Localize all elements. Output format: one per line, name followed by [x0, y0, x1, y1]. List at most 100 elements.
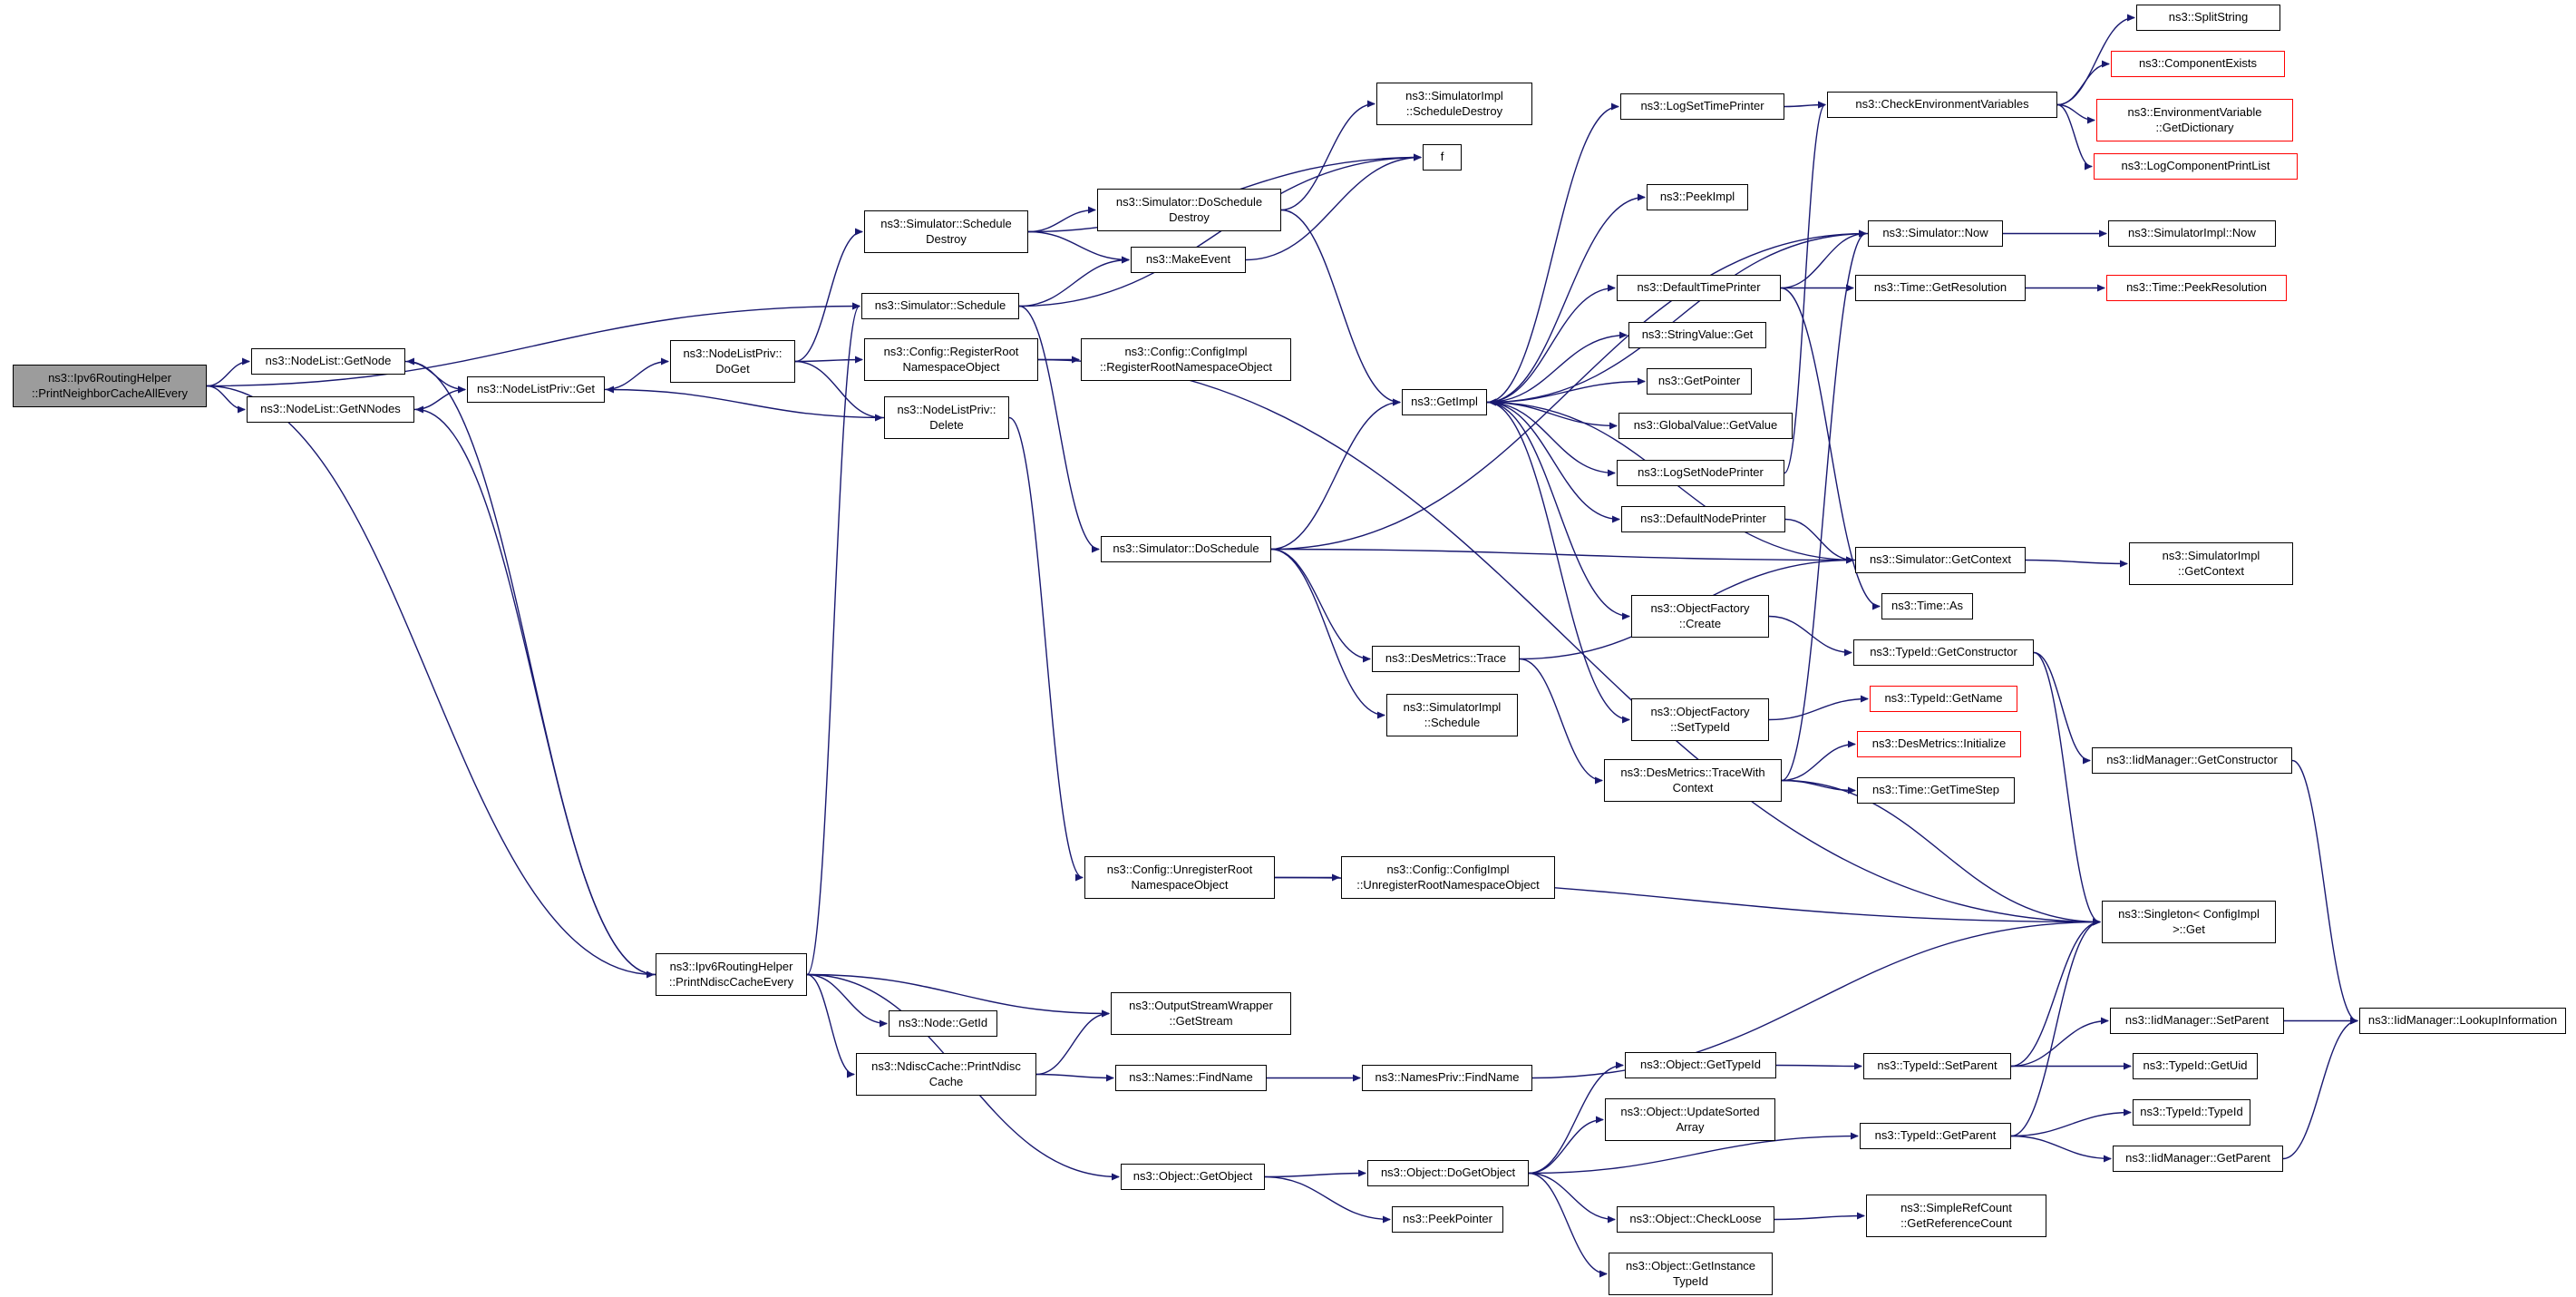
graph-node-gvgetvalue[interactable]: ns3::GlobalValue::GetValue: [1619, 413, 1793, 439]
graph-node-simimplnow[interactable]: ns3::SimulatorImpl::Now: [2108, 220, 2276, 247]
call-edge-root-to-getnnodes: [206, 385, 246, 414]
call-edge-objgetobj-to-peekpointer: [1264, 1175, 1391, 1224]
graph-node-unregroot[interactable]: ns3::Config::UnregisterRoot NamespaceObj…: [1084, 856, 1275, 899]
call-edge-sched-to-f: [1018, 153, 1422, 307]
graph-node-iidlookup[interactable]: ns3::IidManager::LookupInformation: [2359, 1008, 2566, 1034]
graph-node-checkloose[interactable]: ns3::Object::CheckLoose: [1617, 1206, 1774, 1233]
graph-node-getres[interactable]: ns3::Time::GetResolution: [1855, 275, 2026, 301]
graph-node-nlpdoget[interactable]: ns3::NodeListPriv:: DoGet: [670, 340, 795, 383]
graph-node-desminit[interactable]: ns3::DesMetrics::Initialize: [1857, 731, 2021, 757]
graph-node-sched[interactable]: ns3::Simulator::Schedule: [861, 293, 1019, 319]
graph-node-schedestroy[interactable]: ns3::Simulator::Schedule Destroy: [864, 210, 1028, 253]
call-edge-nlpdoget-to-nlpdelete: [794, 360, 883, 422]
call-edge-dogetobj-to-objgettid: [1528, 1061, 1624, 1175]
graph-node-simimplgetctx[interactable]: ns3::SimulatorImpl ::GetContext: [2129, 542, 2293, 585]
graph-node-printndisc[interactable]: ns3::Ipv6RoutingHelper ::PrintNdiscCache…: [656, 953, 807, 996]
call-edge-offactcreate-to-getctor: [1768, 615, 1852, 657]
graph-node-desmtwc[interactable]: ns3::DesMetrics::TraceWith Context: [1604, 759, 1782, 802]
call-edge-dogetobj-to-tidgetparent: [1528, 1132, 1859, 1175]
graph-node-peekimpl[interactable]: ns3::PeekImpl: [1647, 184, 1748, 210]
graph-node-logsetnode[interactable]: ns3::LogSetNodePrinter: [1617, 460, 1784, 486]
graph-node-stringvalget[interactable]: ns3::StringValue::Get: [1628, 322, 1766, 348]
graph-node-singletonget[interactable]: ns3::Singleton< ConfigImpl >::Get: [2102, 901, 2276, 943]
call-edge-desmtwc-to-singletonget: [1781, 779, 2101, 926]
call-edge-iidgetctor-to-iidlookup: [2291, 759, 2358, 1025]
graph-node-nlpdelete[interactable]: ns3::NodeListPriv:: Delete: [884, 396, 1009, 439]
call-edge-printndisc-to-getnnodes: [415, 405, 656, 976]
graph-node-getnode[interactable]: ns3::NodeList::GetNode: [251, 348, 405, 375]
graph-node-defnode[interactable]: ns3::DefaultNodePrinter: [1621, 506, 1785, 532]
graph-node-splitstring[interactable]: ns3::SplitString: [2136, 5, 2280, 31]
call-edge-dosched-to-getimpl: [1270, 398, 1401, 551]
call-edge-printndisccache-to-oswgetstream: [1035, 1009, 1110, 1076]
graph-node-printndisccache[interactable]: ns3::NdiscCache::PrintNdisc Cache: [856, 1053, 1036, 1096]
graph-node-makeevent[interactable]: ns3::MakeEvent: [1131, 247, 1246, 273]
graph-node-regroot[interactable]: ns3::Config::RegisterRoot NamespaceObjec…: [864, 338, 1038, 381]
graph-node-namespriv[interactable]: ns3::NamesPriv::FindName: [1362, 1065, 1532, 1091]
call-edge-printndisc-to-getnode: [406, 357, 656, 976]
graph-node-peekpointer[interactable]: ns3::PeekPointer: [1392, 1206, 1503, 1233]
graph-node-tidgetparent[interactable]: ns3::TypeId::GetParent: [1860, 1123, 2011, 1149]
graph-node-nodegetid[interactable]: ns3::Node::GetId: [889, 1010, 997, 1037]
graph-node-objgetobj[interactable]: ns3::Object::GetObject: [1121, 1164, 1265, 1190]
graph-node-logsettime[interactable]: ns3::LogSetTimePrinter: [1620, 93, 1784, 120]
call-edge-nlpdelete-to-unregroot: [1008, 416, 1084, 882]
graph-node-envdict[interactable]: ns3::EnvironmentVariable ::GetDictionary: [2096, 99, 2293, 141]
graph-node-simnow[interactable]: ns3::Simulator::Now: [1868, 220, 2003, 247]
graph-node-iidgetctor[interactable]: ns3::IidManager::GetConstructor: [2092, 747, 2292, 774]
graph-node-nlpget[interactable]: ns3::NodeListPriv::Get: [467, 376, 605, 403]
call-edge-tidgetparent-to-tidtid: [2010, 1108, 2132, 1137]
graph-node-oswgetstream[interactable]: ns3::OutputStreamWrapper ::GetStream: [1111, 992, 1291, 1035]
graph-node-checkenv[interactable]: ns3::CheckEnvironmentVariables: [1827, 92, 2057, 118]
graph-node-timeas[interactable]: ns3::Time::As: [1881, 593, 1973, 619]
call-edge-logsettime-to-checkenv: [1784, 101, 1826, 109]
graph-node-tidsetparent[interactable]: ns3::TypeId::SetParent: [1863, 1053, 2011, 1079]
graph-node-desmtrace[interactable]: ns3::DesMetrics::Trace: [1372, 646, 1520, 672]
graph-node-f[interactable]: f: [1423, 144, 1462, 171]
graph-node-getinstid[interactable]: ns3::Object::GetInstance TypeId: [1609, 1253, 1773, 1295]
graph-node-dogetobj[interactable]: ns3::Object::DoGetObject: [1367, 1160, 1529, 1186]
graph-node-unregrootimpl[interactable]: ns3::Config::ConfigImpl ::UnregisterRoot…: [1341, 856, 1555, 899]
graph-node-dosched[interactable]: ns3::Simulator::DoSchedule: [1101, 536, 1271, 562]
call-edge-printndisccache-to-findname: [1035, 1073, 1114, 1082]
call-edge-defnode-to-simgetctx: [1784, 518, 1854, 564]
graph-node-deftime[interactable]: ns3::DefaultTimePrinter: [1617, 275, 1781, 301]
graph-node-getimpl[interactable]: ns3::GetImpl: [1402, 389, 1487, 415]
graph-node-tidtid[interactable]: ns3::TypeId::TypeId: [2133, 1099, 2250, 1126]
graph-node-simimplsched[interactable]: ns3::SimulatorImpl ::Schedule: [1386, 694, 1518, 736]
graph-node-simgetctx[interactable]: ns3::Simulator::GetContext: [1855, 547, 2026, 573]
call-edge-checkenv-to-logcomp: [2056, 103, 2093, 171]
graph-node-updsorted[interactable]: ns3::Object::UpdateSorted Array: [1605, 1098, 1775, 1141]
call-edge-nlpdoget-to-regroot: [794, 356, 863, 364]
graph-node-getctor[interactable]: ns3::TypeId::GetConstructor: [1853, 639, 2034, 666]
graph-node-gettimestep[interactable]: ns3::Time::GetTimeStep: [1857, 777, 2015, 804]
graph-node-tidgetname[interactable]: ns3::TypeId::GetName: [1870, 686, 2017, 712]
call-edge-sched-to-makeevent: [1018, 256, 1130, 307]
call-edge-getimpl-to-logsetnode: [1486, 401, 1616, 477]
graph-node-getnnodes[interactable]: ns3::NodeList::GetNNodes: [247, 396, 414, 423]
graph-node-simimpl_schedestroy[interactable]: ns3::SimulatorImpl ::ScheduleDestroy: [1376, 83, 1532, 125]
graph-node-offactcreate[interactable]: ns3::ObjectFactory ::Create: [1631, 595, 1769, 638]
graph-node-componentexists[interactable]: ns3::ComponentExists: [2111, 51, 2285, 77]
graph-node-regrootimpl[interactable]: ns3::Config::ConfigImpl ::RegisterRootNa…: [1081, 338, 1291, 381]
graph-node-offactsettid[interactable]: ns3::ObjectFactory ::SetTypeId: [1631, 698, 1769, 741]
graph-node-iidsetparent[interactable]: ns3::IidManager::SetParent: [2110, 1008, 2284, 1034]
call-edge-iidgetparent-to-iidlookup: [2282, 1017, 2358, 1160]
graph-node-doschedestroy[interactable]: ns3::Simulator::DoSchedule Destroy: [1097, 189, 1281, 231]
graph-node-tidgetuid[interactable]: ns3::TypeId::GetUid: [2133, 1053, 2258, 1079]
call-edge-desmtwc-to-simnow: [1781, 229, 1867, 782]
call-edge-objgettid-to-tidsetparent: [1775, 1062, 1862, 1070]
graph-node-iidgetparent[interactable]: ns3::IidManager::GetParent: [2113, 1146, 2283, 1172]
call-edge-getimpl-to-stringvalget: [1486, 331, 1628, 404]
graph-node-getrefcount[interactable]: ns3::SimpleRefCount ::GetReferenceCount: [1866, 1195, 2046, 1237]
graph-node-root[interactable]: ns3::Ipv6RoutingHelper ::PrintNeighborCa…: [13, 365, 207, 407]
graph-node-peekres[interactable]: ns3::Time::PeekResolution: [2106, 275, 2287, 301]
graph-node-logcomp[interactable]: ns3::LogComponentPrintList: [2094, 153, 2298, 180]
call-edge-dosched-to-simgetctx: [1270, 548, 1854, 564]
call-edge-desmtwc-to-desminit: [1781, 740, 1856, 782]
graph-node-objgettid[interactable]: ns3::Object::GetTypeId: [1625, 1052, 1776, 1078]
call-edge-desmtwc-to-gettimestep: [1781, 779, 1856, 795]
graph-node-findname[interactable]: ns3::Names::FindName: [1115, 1065, 1267, 1091]
graph-node-getpointer[interactable]: ns3::GetPointer: [1647, 368, 1752, 395]
